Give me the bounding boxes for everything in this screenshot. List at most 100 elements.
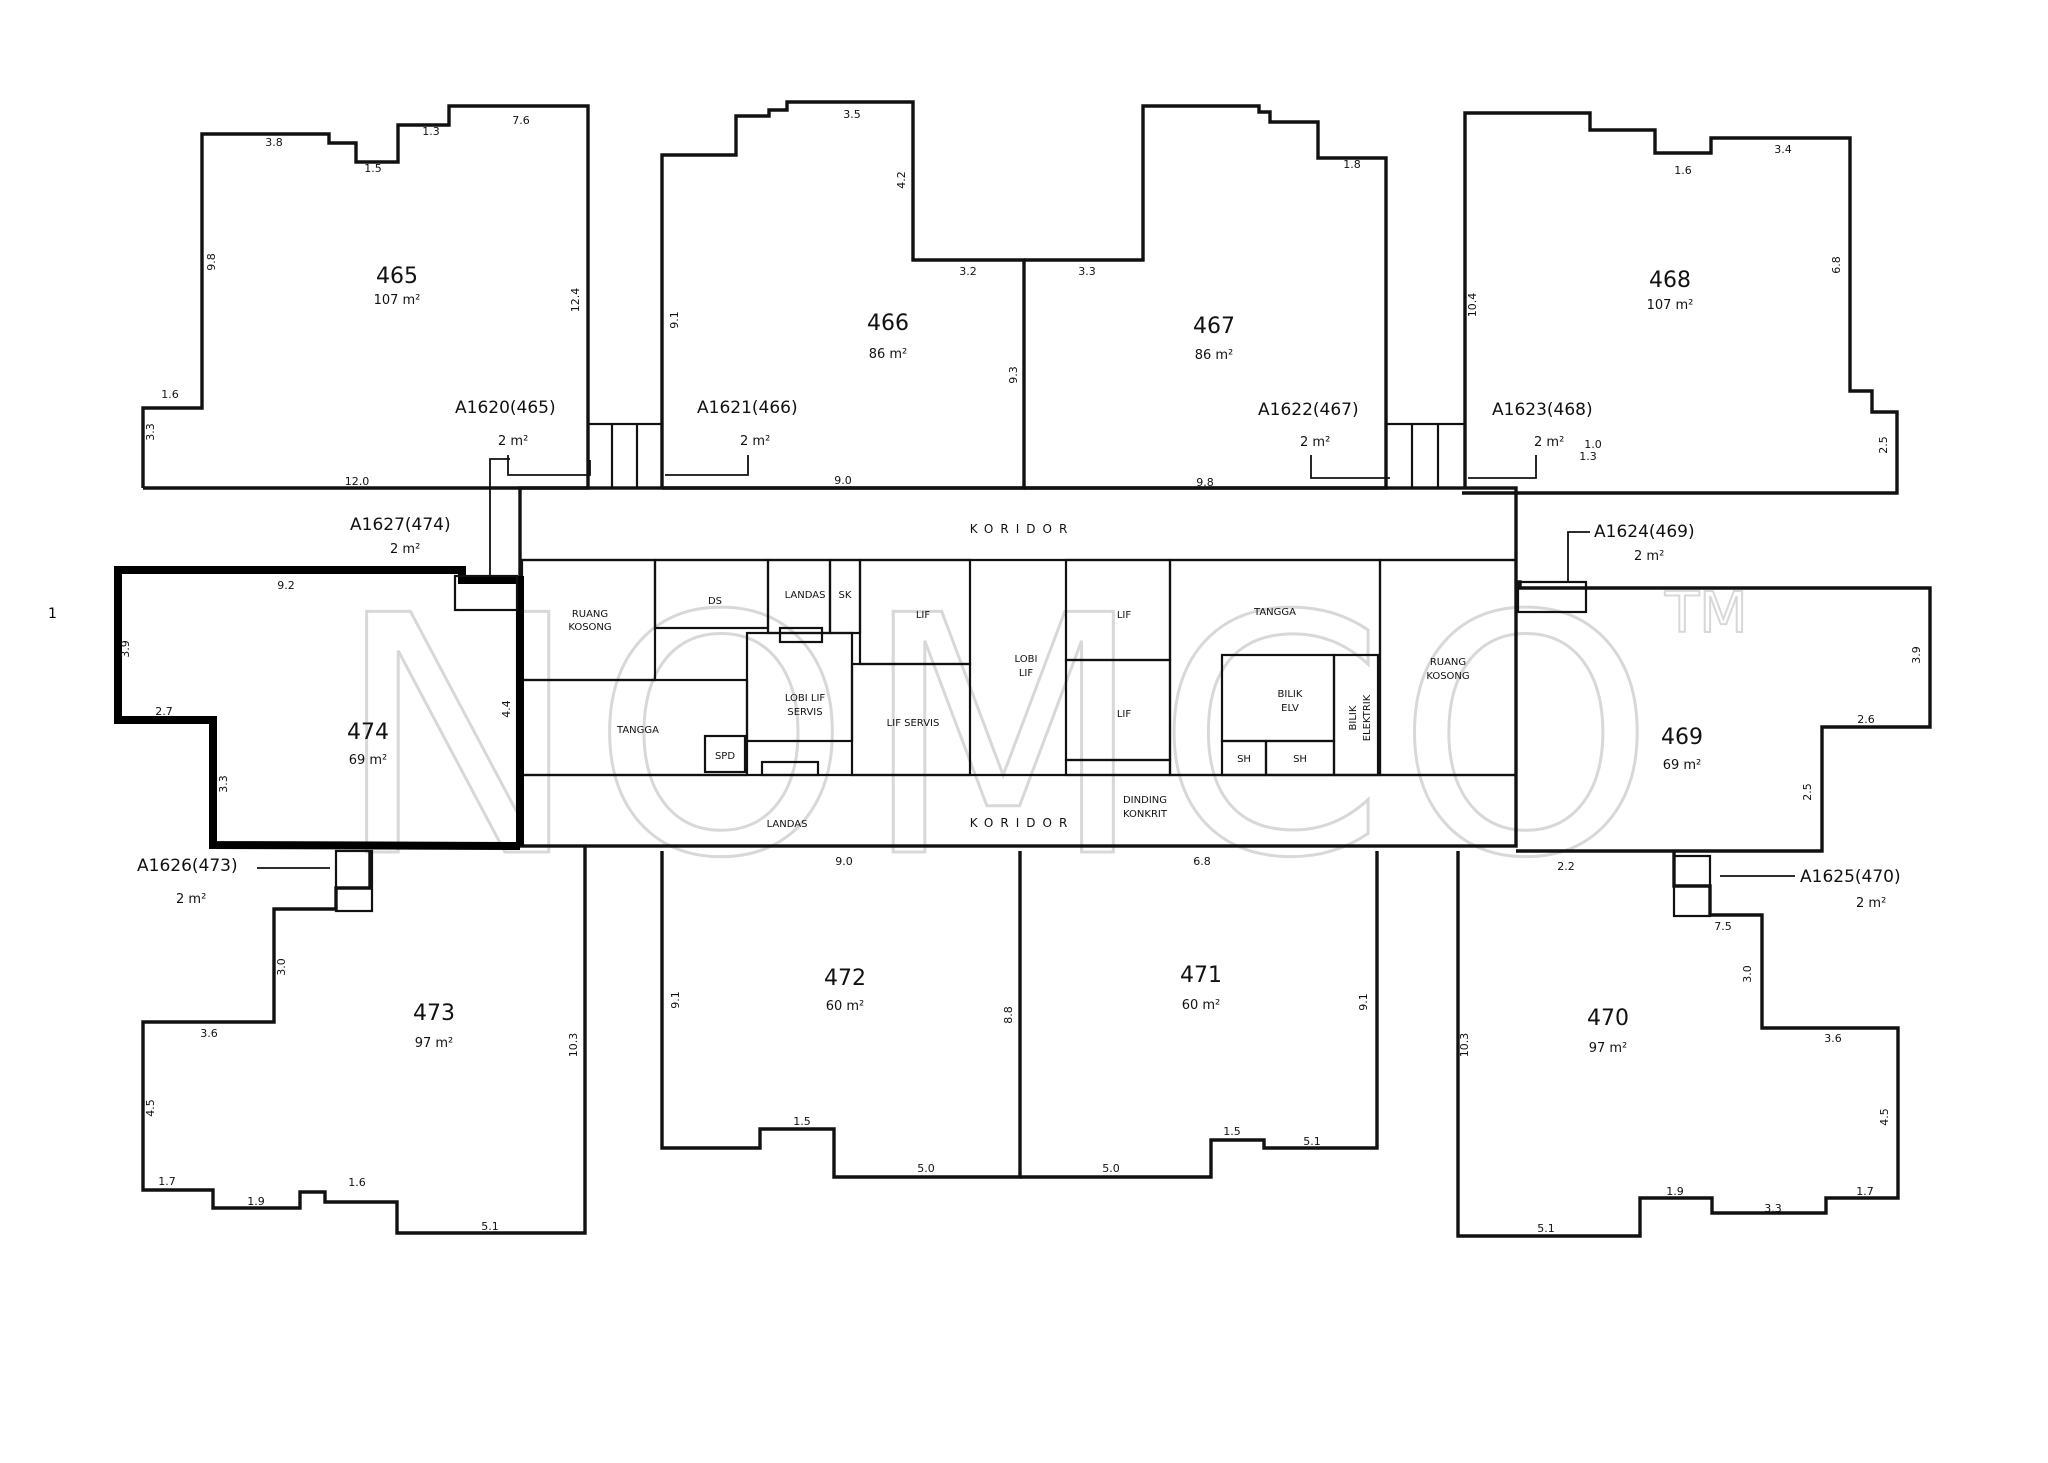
bilik-elv-l2: ELV bbox=[1281, 703, 1299, 714]
unit-466-area: 86 m² bbox=[869, 347, 908, 362]
acc-a1620-name: A1620(465) bbox=[455, 398, 556, 418]
ruang-kosong-left-l1: RUANG bbox=[572, 609, 608, 620]
dim-label: 1.5 bbox=[793, 1115, 811, 1128]
dim-label: 8.8 bbox=[1002, 1006, 1015, 1024]
unit-468-area: 107 m² bbox=[1647, 298, 1694, 313]
dinding-konkrit-l1: DINDING bbox=[1123, 795, 1167, 806]
unit-472-number: 472 bbox=[824, 966, 866, 991]
unit-469-area: 69 m² bbox=[1663, 758, 1702, 773]
dim-label: 7.5 bbox=[1714, 920, 1732, 933]
dim-label: 5.0 bbox=[917, 1162, 935, 1175]
corridor-bottom-label: KORIDOR bbox=[970, 816, 1075, 830]
dim-label: 1.8 bbox=[1343, 158, 1361, 171]
accessory-box-473 bbox=[334, 849, 374, 913]
dim-label: 3.3 bbox=[1764, 1202, 1782, 1215]
dim-label: 5.1 bbox=[1303, 1135, 1321, 1148]
dim-label: 1.3 bbox=[422, 125, 440, 138]
unit-470-area: 97 m² bbox=[1589, 1041, 1628, 1056]
accessory-box-469 bbox=[1516, 580, 1588, 614]
unit-474-outline bbox=[114, 566, 524, 850]
dim-label: 1.5 bbox=[1223, 1125, 1241, 1138]
accessory-box-474 bbox=[453, 574, 519, 612]
unit-466-number: 466 bbox=[867, 311, 909, 336]
sh-a-label: SH bbox=[1237, 754, 1251, 765]
dim-label: 9.0 bbox=[835, 855, 853, 868]
lif-a-label: LIF bbox=[916, 610, 931, 621]
dim-label: 4.5 bbox=[1878, 1108, 1891, 1126]
room-landas-bottom-step bbox=[760, 760, 820, 777]
dim-label: 2.2 bbox=[1557, 860, 1575, 873]
unit-468-outline bbox=[1462, 111, 1899, 495]
acc-a1625-name: A1625(470) bbox=[1800, 867, 1901, 887]
dim-label: 1.9 bbox=[1666, 1185, 1684, 1198]
dim-label: 9.1 bbox=[669, 991, 682, 1009]
dinding-konkrit-l2: KONKRIT bbox=[1123, 809, 1168, 820]
ds-label: DS bbox=[708, 596, 722, 607]
acc-a1624-name: A1624(469) bbox=[1594, 522, 1695, 542]
margin-mark: 1 bbox=[48, 606, 57, 622]
dim-label: 3.8 bbox=[265, 136, 283, 149]
dim-label: 9.3 bbox=[1007, 366, 1020, 384]
ruang-kosong-right-l2: KOSONG bbox=[1426, 671, 1469, 682]
dim-label: 4.4 bbox=[500, 700, 513, 718]
watermark-tm: TM bbox=[1664, 581, 1748, 646]
acc-a1622-area: 2 m² bbox=[1300, 435, 1330, 450]
dim-label: 9.1 bbox=[1357, 993, 1370, 1011]
landas-bottom-label: LANDAS bbox=[767, 819, 808, 830]
dim-label: 5.1 bbox=[1537, 1222, 1555, 1235]
dim-label: 4.5 bbox=[144, 1099, 157, 1117]
dim-label: 1.0 bbox=[1584, 438, 1602, 451]
tangga-right-label: TANGGA bbox=[1253, 607, 1296, 618]
dim-label: 2.5 bbox=[1877, 436, 1890, 454]
bilik-elv-l1: BILIK bbox=[1278, 689, 1303, 700]
unit-472-area: 60 m² bbox=[826, 999, 865, 1014]
dim-label: 3.9 bbox=[119, 640, 132, 658]
dim-label: 12.4 bbox=[569, 288, 582, 313]
dim-label: 1.3 bbox=[1579, 450, 1597, 463]
unit-474-number: 474 bbox=[347, 720, 389, 745]
dim-label: 4.2 bbox=[895, 171, 908, 189]
lif-c-label: LIF bbox=[1117, 709, 1132, 720]
dim-label: 3.9 bbox=[1910, 646, 1923, 664]
room-landas-step bbox=[778, 626, 824, 644]
dim-label: 3.5 bbox=[843, 108, 861, 121]
dim-label: 5.1 bbox=[481, 1220, 499, 1233]
dim-label: 2.6 bbox=[1857, 713, 1875, 726]
room-lif-servis bbox=[850, 662, 972, 777]
dim-label: 1.7 bbox=[1856, 1185, 1874, 1198]
lif-servis-label: LIF SERVIS bbox=[887, 718, 940, 729]
accessory-box-465-466 bbox=[586, 422, 664, 490]
dim-label: 1.6 bbox=[348, 1176, 366, 1189]
dim-label: 3.6 bbox=[200, 1027, 218, 1040]
ruang-kosong-right-l1: RUANG bbox=[1430, 657, 1466, 668]
dim-label: 3.0 bbox=[1741, 965, 1754, 983]
bilik-elektrik-l2: ELEKTRIK bbox=[1362, 694, 1373, 741]
unit-467-area: 86 m² bbox=[1195, 348, 1234, 363]
dim-label: 1.6 bbox=[1674, 164, 1692, 177]
dim-label: 7.6 bbox=[512, 114, 530, 127]
room-sh-b bbox=[1264, 739, 1336, 777]
lobi-lif-servis-l1: LOBI LIF bbox=[785, 693, 826, 704]
unit-467-outline bbox=[1024, 104, 1388, 490]
unit-465-number: 465 bbox=[376, 264, 418, 289]
spd-label: SPD bbox=[715, 751, 735, 762]
acc-a1627-name: A1627(474) bbox=[350, 515, 451, 535]
dim-label: 9.0 bbox=[834, 474, 852, 487]
acc-a1624-area: 2 m² bbox=[1634, 549, 1664, 564]
unit-467-number: 467 bbox=[1193, 314, 1235, 339]
acc-a1623-name: A1623(468) bbox=[1492, 400, 1593, 420]
dim-label: 1.6 bbox=[161, 388, 179, 401]
dim-label: 10.4 bbox=[1466, 293, 1479, 318]
acc-a1620-area: 2 m² bbox=[498, 434, 528, 449]
acc-a1627-area: 2 m² bbox=[390, 542, 420, 557]
dim-label: 9.1 bbox=[668, 311, 681, 329]
dim-label: 1.9 bbox=[247, 1195, 265, 1208]
dim-label: 9.8 bbox=[205, 253, 218, 271]
lif-b-label: LIF bbox=[1117, 610, 1132, 621]
dim-label: 9.2 bbox=[277, 579, 295, 592]
room-bilik-elektrik bbox=[1332, 653, 1380, 777]
room-ruang-kosong-right bbox=[1378, 558, 1518, 777]
dim-label: 1.5 bbox=[364, 162, 382, 175]
tangga-left-label: TANGGA bbox=[616, 725, 659, 736]
dim-label: 5.0 bbox=[1102, 1162, 1120, 1175]
